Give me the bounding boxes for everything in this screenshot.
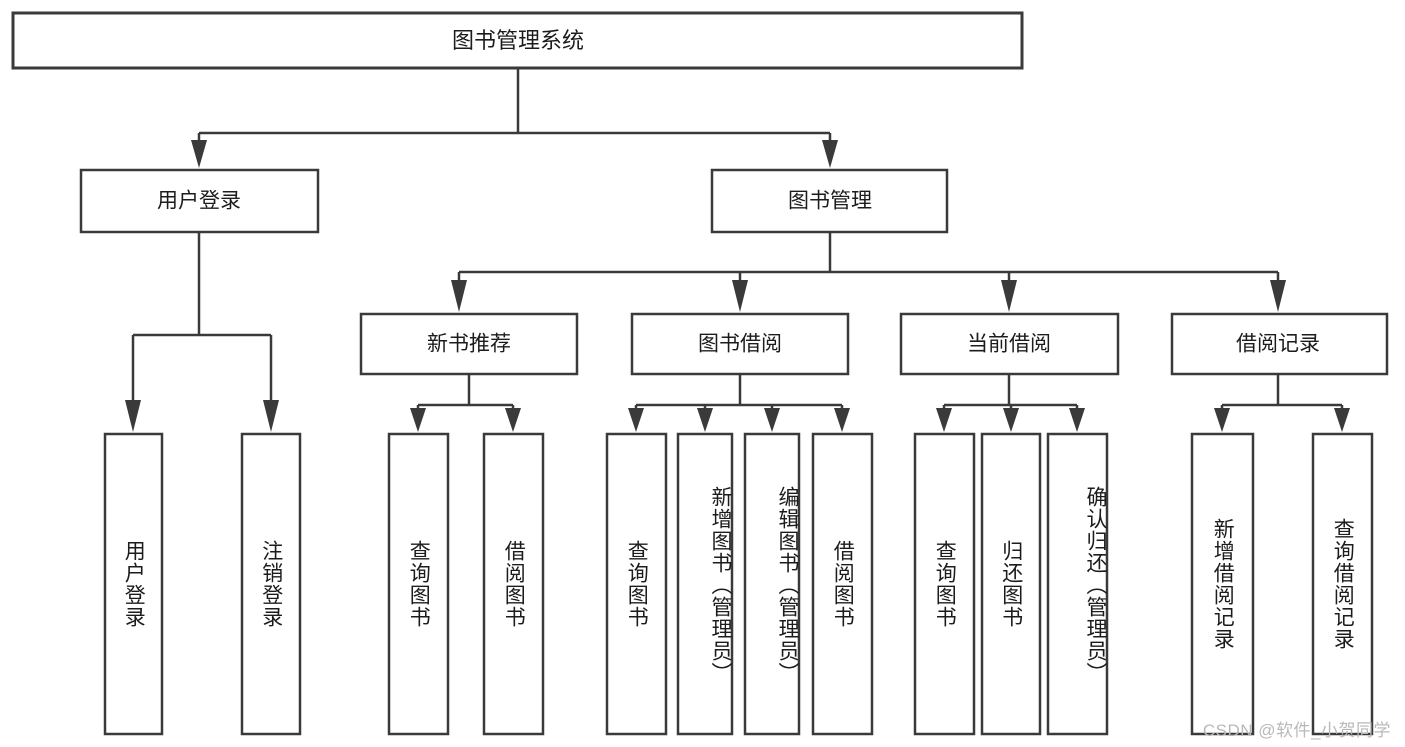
node-borrow-record-box[interactable]	[1170, 312, 1389, 376]
node-leaf-edit-book-box[interactable]	[743, 432, 801, 736]
connector-group-book-borrow	[628, 374, 850, 432]
arrowhead-book-borrow	[732, 280, 748, 312]
node-root-label: 图书管理系统	[452, 28, 584, 53]
node-leaf-user-login-box[interactable]	[103, 432, 164, 736]
node-book-manage-label: 图书管理	[788, 190, 872, 213]
arrowhead-leaf-user-login	[125, 400, 141, 432]
node-user-login-label: 用户登录	[157, 190, 241, 213]
arrowhead-book-manage	[822, 140, 838, 168]
node-leaf-query-record-box[interactable]	[1311, 432, 1374, 736]
node-current-borrow-label: 当前借阅	[967, 333, 1051, 356]
node-leaf-borrow-book-2-box[interactable]	[811, 432, 874, 736]
node-leaf-user-logout-box[interactable]	[240, 432, 302, 736]
node-new-book-recommend-label: 新书推荐	[427, 333, 511, 356]
arrowhead-borrow-record	[1270, 280, 1286, 312]
node-leaf-query-book-3-box[interactable]	[913, 432, 976, 736]
node-book-borrow[interactable]: 图书借阅	[630, 312, 850, 376]
arrowhead-leaf-user-logout	[263, 400, 279, 432]
arrowhead-new-book-recommend	[451, 280, 467, 312]
node-leaf-confirm-return-box[interactable]	[1046, 432, 1109, 736]
node-book-borrow-box[interactable]	[630, 312, 850, 376]
arrowhead-leaf-query-book-1	[410, 408, 426, 432]
node-current-borrow[interactable]: 当前借阅	[899, 312, 1120, 376]
node-leaf-return-book-box[interactable]	[980, 432, 1042, 736]
node-leaf-add-book-box[interactable]	[676, 432, 734, 736]
node-user-login-box[interactable]	[79, 168, 320, 234]
arrowhead-leaf-query-book-3	[936, 408, 952, 432]
node-new-book-recommend[interactable]: 新书推荐	[359, 312, 579, 376]
arrowhead-user-login	[191, 140, 207, 168]
arrowhead-leaf-confirm-return	[1069, 408, 1085, 432]
node-root-box[interactable]	[11, 11, 1024, 70]
node-book-borrow-label: 图书借阅	[698, 333, 782, 356]
arrowhead-leaf-edit-book	[764, 408, 780, 432]
arrowhead-current-borrow	[1001, 280, 1017, 312]
connector-group-borrow-record	[1214, 374, 1350, 432]
node-root[interactable]: 图书管理系统	[11, 11, 1024, 70]
node-borrow-record-label: 借阅记录	[1236, 333, 1320, 356]
connector-group-current-borrow	[936, 374, 1085, 432]
node-borrow-record[interactable]: 借阅记录	[1170, 312, 1389, 376]
leaf-box-group	[103, 432, 1374, 736]
connector-group-root	[191, 68, 838, 168]
arrowhead-leaf-borrow-book-1	[505, 408, 521, 432]
arrowhead-leaf-query-record	[1334, 408, 1350, 432]
arrowhead-leaf-query-book-2	[628, 408, 644, 432]
arrowhead-leaf-add-book	[697, 408, 713, 432]
arrowhead-leaf-borrow-book-2	[834, 408, 850, 432]
node-new-book-recommend-box[interactable]	[359, 312, 579, 376]
node-leaf-query-book-1-box[interactable]	[387, 432, 450, 736]
node-leaf-borrow-book-1-box[interactable]	[482, 432, 545, 736]
arrowhead-leaf-return-book	[1003, 408, 1019, 432]
node-user-login[interactable]: 用户登录	[79, 168, 320, 234]
arrowhead-leaf-add-record	[1214, 408, 1230, 432]
node-leaf-query-book-2-box[interactable]	[605, 432, 668, 736]
connector-group-new-book-recommend	[410, 374, 521, 432]
csdn-watermark: CSDN @软件_小贺同学	[1202, 721, 1391, 740]
node-book-manage-box[interactable]	[710, 168, 949, 234]
node-current-borrow-box[interactable]	[899, 312, 1120, 376]
node-leaf-add-record-box[interactable]	[1190, 432, 1255, 736]
connector-group-user-login	[125, 232, 279, 432]
connector-group-book-manage	[451, 232, 1286, 312]
node-book-manage[interactable]: 图书管理	[710, 168, 949, 234]
